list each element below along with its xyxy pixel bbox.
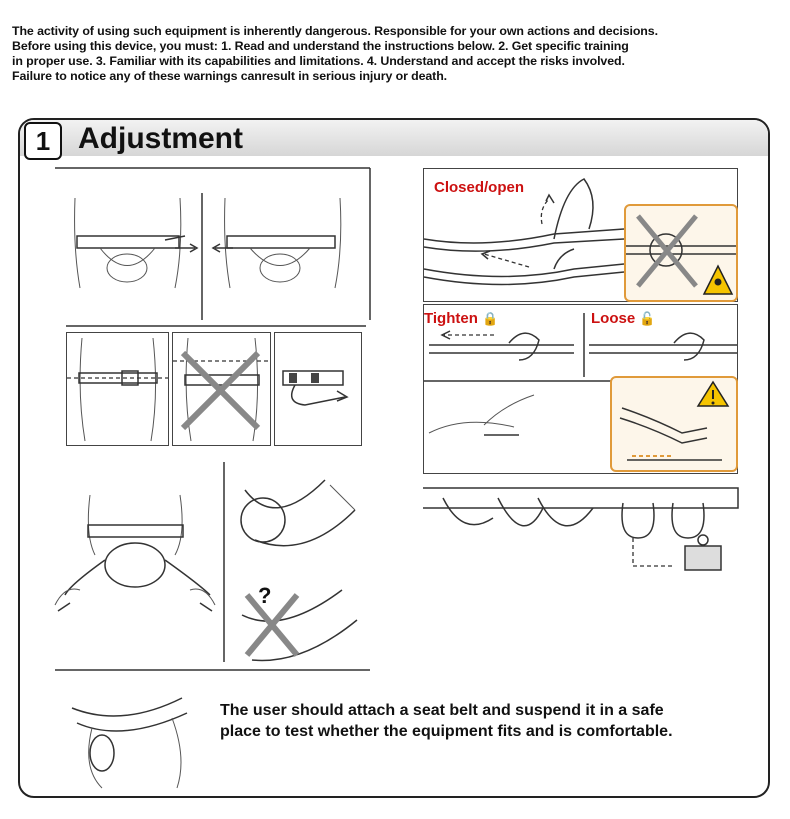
wrong-buckle-drawing [626, 214, 736, 295]
loose-label: Loose 🔓 [591, 310, 656, 327]
waist-tighten-illustration [55, 167, 371, 320]
section-header: 1 Adjustment [20, 120, 768, 160]
buckle-closeup-drawing [282, 370, 349, 406]
leg-loop-question-drawing [241, 589, 358, 662]
question-mark: ? [258, 583, 272, 608]
warning-line-3: in proper use. 3. Familiar with its capa… [12, 54, 625, 68]
vertical-divider [223, 462, 225, 662]
safety-warning: The activity of using such equipment is … [12, 24, 787, 84]
section-number: 1 [24, 122, 62, 160]
caution-inset-bottom [610, 376, 738, 472]
loose-buckle-caution-drawing [619, 380, 730, 461]
note-line-2: place to test whether the equipment fits… [220, 723, 673, 740]
fit-test-note: The user should attach a seat belt and s… [220, 700, 673, 742]
seat-test-drawing [71, 697, 188, 789]
note-line-1: The user should attach a seat belt and s… [220, 702, 664, 719]
weight-icon [684, 545, 722, 571]
warning-line-1: The activity of using such equipment is … [12, 24, 658, 38]
harness-suspension-drawing [423, 487, 739, 571]
closed-open-label: Closed/open [434, 179, 525, 196]
buckle-closed-open-drawing [423, 178, 625, 286]
buckle-frame-correct [66, 332, 169, 446]
caution-inset-top [624, 204, 738, 302]
buckle-frame-wrong [172, 332, 271, 446]
separator-line-bottom [55, 669, 370, 671]
waist-belt-wrong-drawing [173, 337, 270, 442]
leg-loop-adjust-drawing [54, 494, 216, 612]
lock-closed-icon: 🔒 [482, 311, 499, 326]
loose-text: Loose [591, 310, 636, 327]
harness-waist-drawing [55, 167, 371, 320]
waist-belt-correct-drawing [67, 337, 168, 442]
leg-loop-correct-drawing [240, 479, 356, 547]
warning-line-2: Before using this device, you must: 1. R… [12, 39, 629, 53]
separator-line [66, 325, 366, 327]
buckle-frame-closeup [274, 332, 362, 446]
lock-open-icon: 🔓 [639, 311, 656, 326]
warning-line-4: Failure to notice any of these warnings … [12, 69, 448, 83]
tighten-text: Tighten [424, 310, 478, 327]
section-title: Adjustment [78, 122, 243, 155]
tighten-label: Tighten 🔒 [424, 310, 498, 327]
